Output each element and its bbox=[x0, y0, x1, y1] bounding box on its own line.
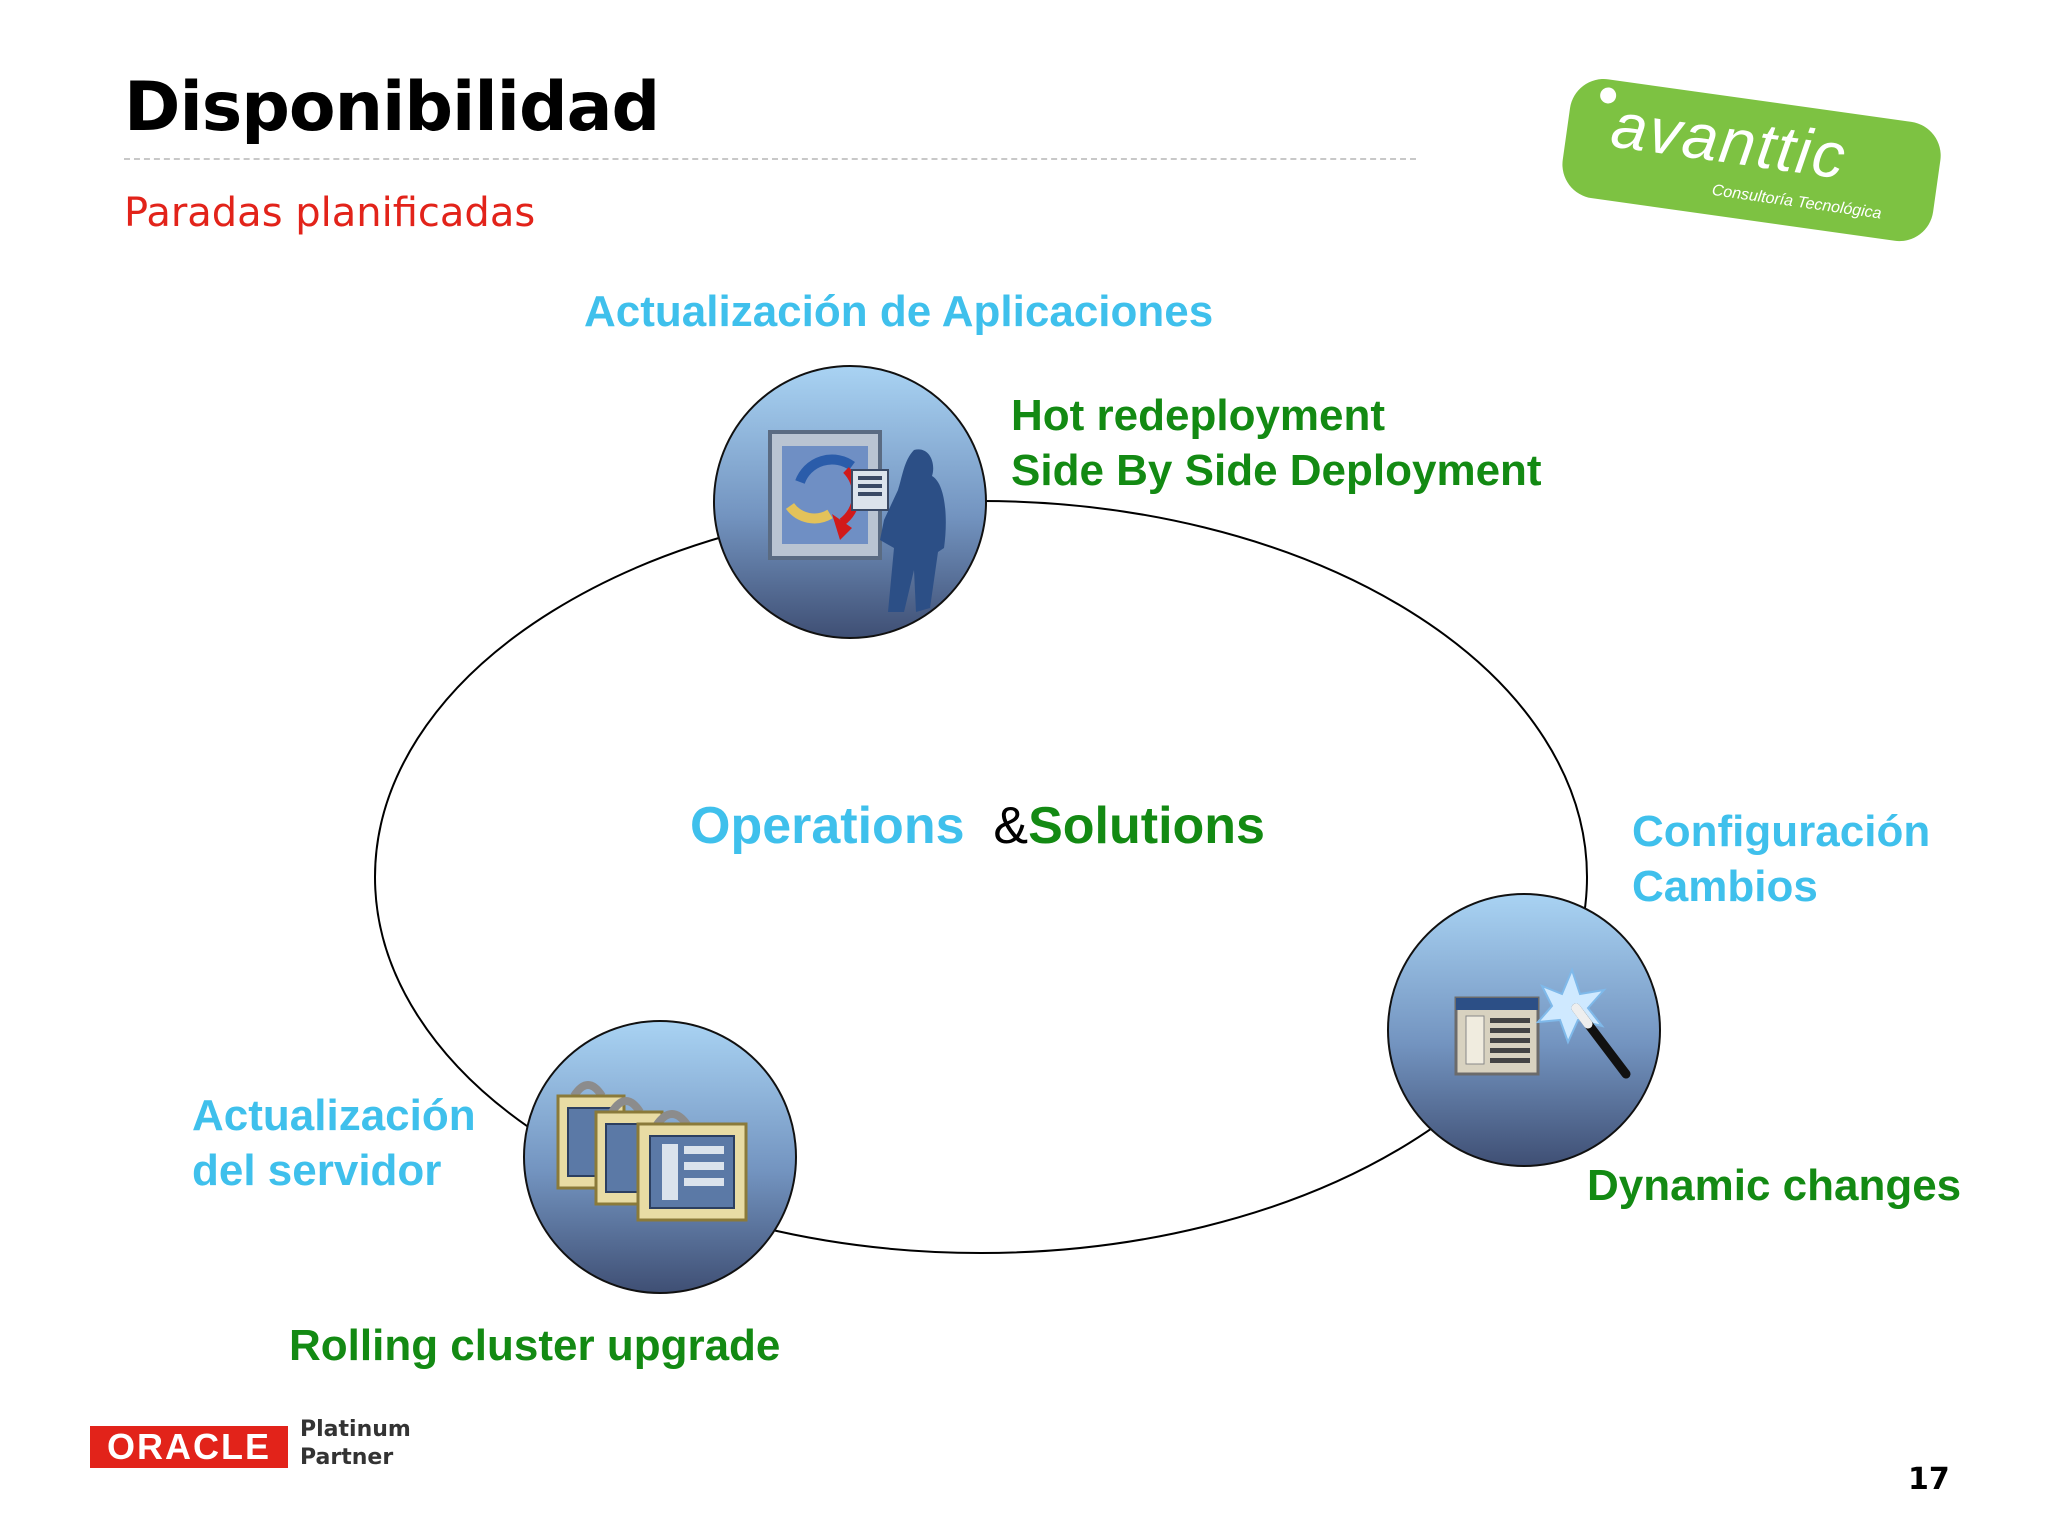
server-update-features: Rolling cluster upgrade bbox=[289, 1321, 781, 1370]
center-ampersand: & bbox=[993, 797, 1029, 855]
page-number: 17 bbox=[1908, 1462, 1950, 1497]
slide-title: Disponibilidad bbox=[124, 68, 660, 147]
node-app-update bbox=[713, 365, 987, 639]
cluster-servers-icon bbox=[556, 1081, 748, 1222]
app-update-features: Hot redeployment Side By Side Deployment bbox=[1011, 391, 1542, 495]
server-update-category: Actualización del servidor bbox=[192, 1091, 476, 1195]
app-update-category: Actualización de Aplicaciones bbox=[584, 287, 1214, 336]
partner-badge: Platinum Partner bbox=[300, 1417, 411, 1470]
node-config-changes bbox=[1387, 893, 1661, 1167]
slide-subtitle: Paradas planificadas bbox=[124, 190, 536, 236]
avanttic-logo: avanttic Consultoría Tecnológica bbox=[1562, 78, 1941, 242]
center-solutions: Solutions bbox=[1028, 797, 1265, 855]
center-operations: Operations bbox=[690, 797, 965, 855]
node-server-update bbox=[523, 1020, 797, 1294]
center-label: Operations &Solutions bbox=[690, 796, 1265, 856]
config-changes-features: Dynamic changes bbox=[1587, 1161, 1962, 1210]
config-wand-icon bbox=[1454, 967, 1631, 1079]
app-redeploy-icon bbox=[768, 430, 946, 612]
title-divider bbox=[124, 158, 1416, 160]
config-changes-category: Configuración Cambios bbox=[1632, 807, 1931, 911]
oracle-logo: ORACLE bbox=[90, 1426, 288, 1468]
